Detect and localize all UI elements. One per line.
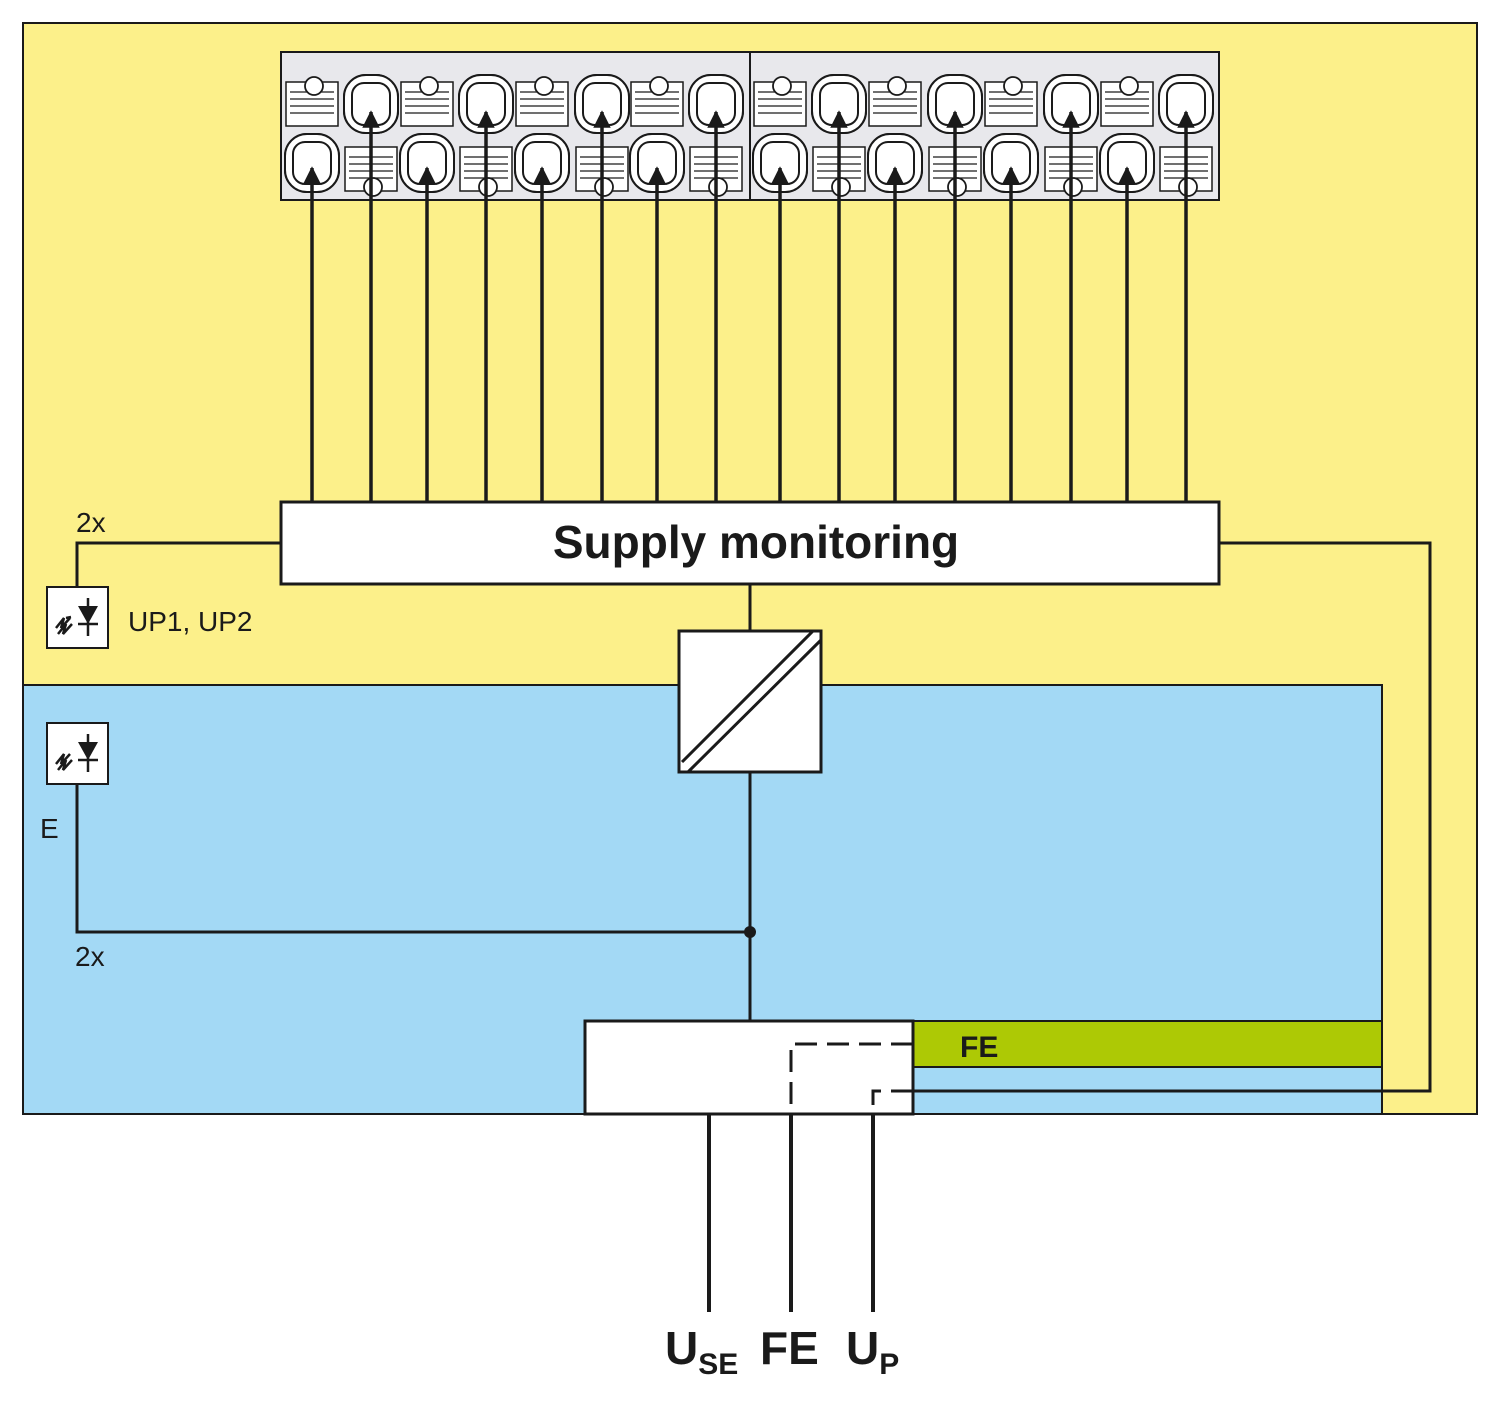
connector-clamp-top xyxy=(515,76,569,127)
connector-clamp-top xyxy=(630,76,684,127)
use-terminal-label: USE xyxy=(665,1322,738,1381)
power-terminal-box xyxy=(583,1019,915,1116)
count-bottom-label: 2x xyxy=(75,941,105,972)
terminal-connector-icon xyxy=(280,51,1220,201)
up-wire xyxy=(913,541,1432,1093)
supply-monitoring-label: Supply monitoring xyxy=(553,516,959,568)
dc-dc-converter-icon xyxy=(677,629,823,774)
supply-monitoring-box xyxy=(279,500,1221,586)
led-e-wire xyxy=(75,784,750,934)
supply-arrows xyxy=(303,110,1195,502)
connector-clamp-bottom xyxy=(575,146,629,197)
e-label: E xyxy=(40,813,59,844)
connector-clamp-top xyxy=(868,76,922,127)
connector-clamp-top xyxy=(285,76,339,127)
count-top-label: 2x xyxy=(76,507,106,538)
led-up-icon xyxy=(46,586,109,649)
connector-pin-bottom xyxy=(399,133,455,193)
connector-pin-top xyxy=(1043,74,1099,134)
junction-dot xyxy=(744,926,756,938)
connector-pin-top xyxy=(1158,74,1214,134)
led-e-icon xyxy=(46,722,109,785)
led-up-wire xyxy=(75,541,281,587)
fe-bar-label: FE xyxy=(960,1031,998,1064)
up-label: UP1, UP2 xyxy=(128,606,253,637)
connector-clamp-top xyxy=(753,76,807,127)
up-terminal-label: UP xyxy=(846,1322,899,1381)
fe-bar xyxy=(912,1020,1383,1068)
connector-clamp-top xyxy=(400,76,454,127)
connector-clamp-top xyxy=(1100,76,1154,127)
connector-clamp-top xyxy=(984,76,1038,127)
fe-dashed-link xyxy=(789,1042,913,1114)
fe-terminal-label: FE xyxy=(760,1322,819,1374)
up-dashed-link xyxy=(871,1089,913,1114)
